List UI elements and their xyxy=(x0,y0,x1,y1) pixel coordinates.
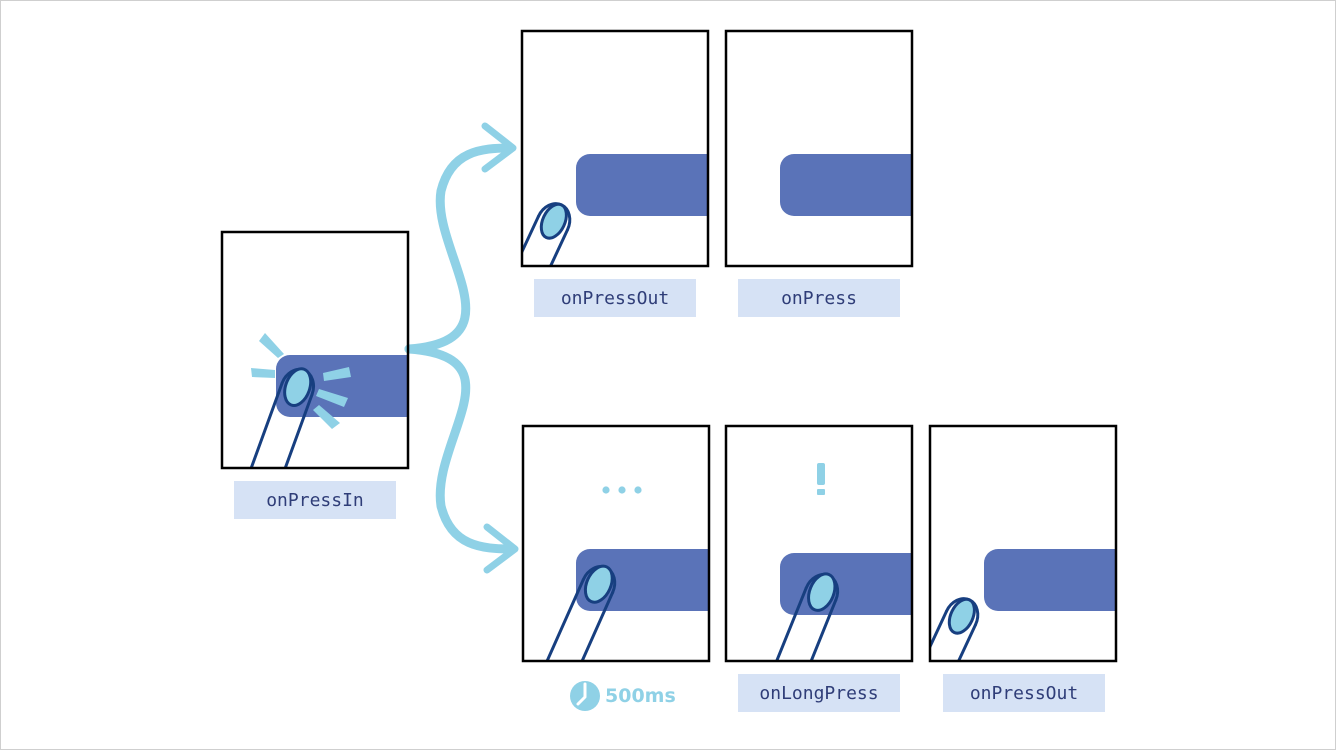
label-on-press-out-top: onPressOut xyxy=(560,287,670,309)
phone-frame xyxy=(928,424,1118,663)
exclamation-icon xyxy=(817,463,825,495)
panel-press-in xyxy=(220,230,410,470)
phone-frame xyxy=(520,29,710,268)
phone-frame xyxy=(724,424,914,663)
fingertip-nail xyxy=(947,597,976,635)
fingertip-nail xyxy=(539,202,568,240)
fingertip-nail xyxy=(283,367,313,407)
finger xyxy=(537,564,617,661)
phone-frame xyxy=(724,29,914,268)
finger xyxy=(763,572,840,661)
label-backgrounds xyxy=(234,279,1105,712)
touchable-button xyxy=(576,154,708,216)
label-on-press: onPress xyxy=(781,287,857,309)
label-on-press-out-bottom: onPressOut xyxy=(969,682,1079,704)
press-burst xyxy=(251,333,351,429)
timer-duration: 500ms xyxy=(605,685,676,707)
phone-frame xyxy=(220,230,410,470)
touchable-button xyxy=(780,154,912,216)
touchable-button xyxy=(780,553,912,615)
finger xyxy=(522,202,572,266)
arrow-head-bottom xyxy=(483,523,519,574)
fingertip-nail xyxy=(807,572,837,612)
phone-frame xyxy=(521,424,711,663)
panel-release xyxy=(520,29,710,268)
ellipsis-icon xyxy=(602,486,642,494)
finger xyxy=(930,597,980,661)
arrow-to-hold xyxy=(404,344,518,554)
branch-arrow xyxy=(404,122,519,574)
label-on-press-in: onPressIn xyxy=(266,489,364,511)
arrow-to-release xyxy=(404,143,516,354)
finger xyxy=(242,367,315,468)
arrow-head-top xyxy=(481,122,517,173)
panel-long-press xyxy=(724,424,914,663)
panel-release-after-long xyxy=(928,424,1118,663)
label-on-long-press: onLongPress xyxy=(759,682,879,704)
clock-icon xyxy=(570,681,600,711)
panel-hold xyxy=(521,424,711,663)
touchable-button xyxy=(576,549,709,611)
panel-press xyxy=(724,29,914,268)
touchable-button xyxy=(984,549,1116,611)
fingertip-nail xyxy=(583,564,614,604)
